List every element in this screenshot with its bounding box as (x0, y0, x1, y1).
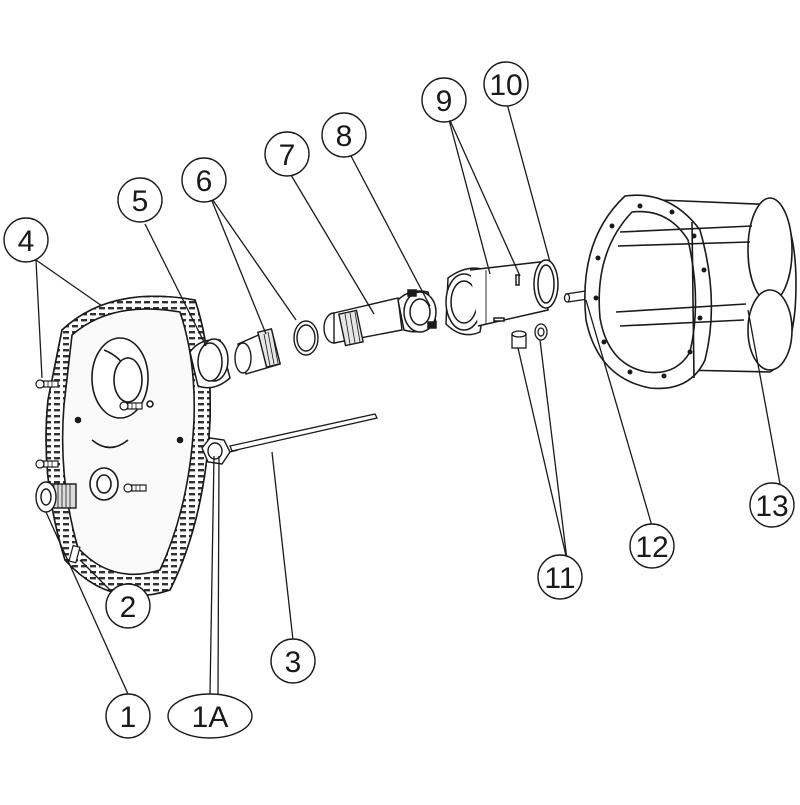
callout-label-3: 3 (285, 646, 302, 679)
callout-label-10: 10 (489, 69, 522, 102)
part-1a-nut (201, 437, 239, 465)
callout-label-6: 6 (196, 165, 213, 198)
part-7-tube (323, 297, 403, 347)
callout-label-8: 8 (336, 120, 353, 153)
callout-13: 13 (749, 482, 795, 528)
callout-5: 5 (117, 177, 163, 223)
callout-2: 2 (105, 583, 151, 629)
callout-9: 9 (421, 77, 467, 123)
callout-8: 8 (321, 112, 367, 158)
callout-label-12: 12 (635, 531, 668, 564)
callout-1a: 1A (167, 693, 253, 739)
callout-label-7: 7 (279, 139, 296, 172)
callout-label-11: 11 (544, 562, 575, 595)
part-8-collar (397, 289, 437, 333)
callout-3: 3 (270, 638, 316, 684)
part-1-threaded-fitting (35, 481, 77, 513)
callout-1: 1 (105, 693, 151, 739)
callout-label-1a: 1A (192, 701, 229, 734)
callout-4: 4 (3, 217, 49, 263)
part-9-lamp-housing (445, 261, 549, 336)
part-4-cover-plate (45, 295, 212, 597)
callout-label-2: 2 (120, 591, 137, 624)
part-6-sleeve (234, 320, 319, 375)
part-2-pin (68, 544, 81, 564)
part-11-gland (511, 323, 548, 349)
callout-11: 11 (537, 554, 583, 600)
callout-label-1: 1 (120, 701, 137, 734)
callout-6: 6 (181, 157, 227, 203)
part-10-gasket (533, 259, 559, 309)
callout-label-4: 4 (18, 225, 35, 258)
callout-label-13: 13 (755, 490, 788, 523)
callout-label-9: 9 (436, 85, 453, 118)
part-13-niche-body (584, 194, 797, 390)
part-5-ring (189, 338, 231, 389)
callout-12: 12 (629, 523, 675, 569)
part-3-rod (229, 413, 378, 452)
leader-lines (35, 99, 781, 695)
callout-10: 10 (483, 61, 529, 107)
callout-7: 7 (264, 131, 310, 177)
callout-label-5: 5 (132, 185, 149, 218)
cover-screws (35, 379, 147, 493)
